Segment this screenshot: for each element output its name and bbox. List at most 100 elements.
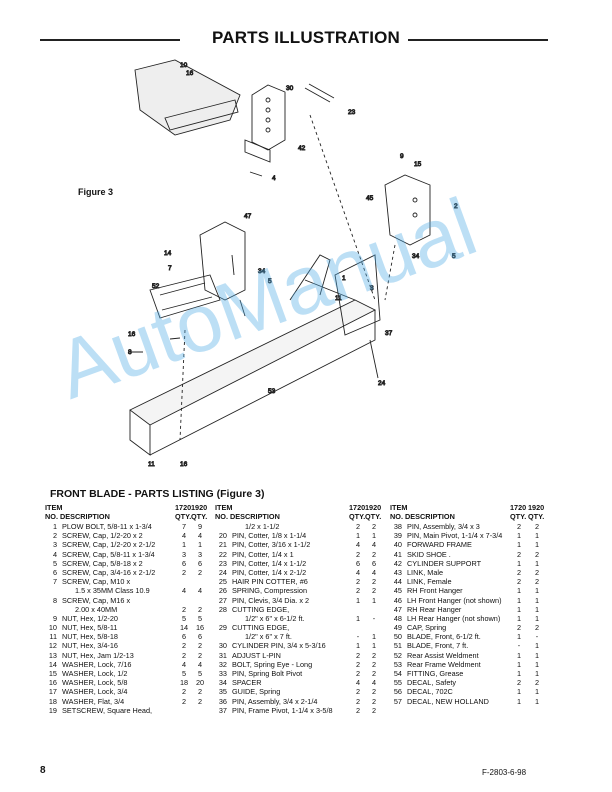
item-description: NUT, Hex, 1/2-20: [62, 613, 118, 623]
item-number: 37: [218, 705, 227, 715]
frame-side: [129, 310, 376, 456]
item-number: 35: [218, 687, 227, 697]
qty-1720: 1: [516, 586, 522, 596]
qty-1920: 9: [197, 522, 203, 531]
parts-row: 11 NUT, Hex, 5/8-18 6 6: [45, 632, 215, 641]
qty-1720: 1: [516, 540, 522, 550]
qty-1720: 4: [181, 586, 187, 596]
item-number: 56: [393, 687, 402, 697]
qty-1920: 4: [371, 678, 377, 688]
callout-label: 16: [186, 70, 194, 77]
qty-1920: 2: [371, 687, 377, 697]
item-description: 1/2" x 6" x 6-1/2 ft.: [245, 613, 305, 623]
callout-label: 2: [454, 203, 458, 210]
parts-row: 1/2" x 6" x 7 ft. - 1: [215, 632, 387, 641]
qty-1920: 2: [197, 567, 203, 577]
parts-row: 37 PIN, Frame Pivot, 1-1/4 x 3-5/8 2 2: [215, 706, 387, 715]
cylinder-support-part: [251, 84, 286, 151]
frame-end-plate: [334, 254, 381, 336]
item-number: 16: [48, 678, 57, 688]
callout-label: 15: [414, 161, 422, 168]
item-header: ITEM: [215, 503, 233, 512]
parts-row: 10 NUT, Hex, 5/8-11 14 16: [45, 623, 215, 632]
qty-1920: 1: [534, 558, 540, 568]
qty-1920: 4: [371, 567, 377, 577]
callout-label: 30: [286, 85, 294, 92]
item-description: NUT, Hex, 5/8-11: [62, 623, 118, 633]
parts-column-3: ITEM NO. DESCRIPTION 1720 1920 QTY. QTY.…: [390, 503, 560, 706]
qty-1920: 3: [197, 549, 203, 559]
item-description: LH Rear Hanger (not shown): [407, 613, 501, 623]
qty-1720: 2: [355, 659, 361, 669]
qty-1920: 4: [371, 540, 377, 550]
hole: [265, 107, 271, 113]
qty-1720: 2: [181, 650, 187, 660]
qty-1920: 2: [534, 678, 540, 688]
qty-1720: 2: [181, 687, 187, 697]
qty-1720: 6: [181, 632, 187, 642]
item-number: 53: [393, 659, 402, 669]
cylinder-pin-part: [304, 83, 335, 103]
item-description: FITTING, Grease: [407, 669, 464, 678]
item-number: 39: [393, 531, 402, 541]
callout-label: 16: [128, 331, 136, 338]
qty-1920: 2: [371, 586, 377, 596]
qty-1920: 1: [534, 696, 540, 706]
qty-1720: 4: [181, 659, 187, 669]
qty-1920: 2: [534, 623, 540, 633]
listing-title: FRONT BLADE - PARTS LISTING (Figure 3): [50, 488, 265, 500]
item-description: PIN, Spring Bolt Pivot: [232, 669, 303, 678]
parts-row: 51 BLADE, Front, 7 ft. - 1: [390, 641, 560, 650]
item-description: PIN, Cotter, 1/4 x 1: [232, 549, 294, 559]
qty-1920: 6: [371, 558, 377, 568]
qty-1720: 1: [516, 531, 522, 541]
item-description: SCREW, Cap, 1/2-20 x 2-1/2: [62, 540, 156, 550]
item-number: 11: [49, 632, 57, 642]
item-number: 18: [48, 696, 57, 706]
parts-row: 4 SCREW, Cap, 5/8-11 x 1-3/4 3 3: [45, 550, 215, 559]
item-description: RH Front Hanger: [407, 586, 463, 596]
qty-1720: 2: [355, 705, 361, 715]
qty-1920: 1: [534, 586, 540, 596]
qty-1920: 2: [371, 549, 377, 559]
parts-row: 38 PIN, Assembly, 3/4 x 3 2 2: [390, 522, 560, 531]
qty-1920: 2: [534, 522, 540, 531]
qty-1720: 5: [181, 669, 187, 678]
qty-1920: 1: [534, 650, 540, 660]
rear-assist-weldment-part: [149, 274, 221, 319]
item-description: PLOW BOLT, 5/8-11 x 1-3/4: [62, 522, 152, 531]
parts-row: 33 PIN, Spring Bolt Pivot 2 2: [215, 669, 387, 678]
qty-1720: 6: [355, 558, 361, 568]
hanger-slot: [231, 254, 235, 276]
qty-1720: 2: [355, 696, 361, 706]
qty-1920-header: QTY.: [191, 512, 208, 521]
item-header: ITEM: [45, 503, 63, 512]
qty-1720: 1: [516, 696, 522, 706]
item-description: SCREW, Cap, 1/2-20 x 2: [62, 531, 143, 541]
qty-1720: 2: [516, 678, 522, 688]
item-description: NUT, Hex, 3/4-16: [62, 641, 118, 651]
qty-1720: 1: [355, 531, 361, 541]
item-description: SCREW, Cap, 3/4-16 x 2-1/2: [62, 567, 156, 577]
parts-row: 41 SKID SHOE . 2 2: [390, 550, 560, 559]
rear-frame-weldment-part: [129, 299, 376, 426]
item-number: 14: [48, 659, 57, 669]
parts-row: 53 Rear Frame Weldment 1 1: [390, 660, 560, 669]
parts-row: 2.00 x 40MM 2 2: [45, 605, 215, 614]
parts-row: 14 WASHER, Lock, 7/16 4 4: [45, 660, 215, 669]
qty-1920: 2: [534, 577, 540, 587]
qty-1720-header: QTY.: [175, 512, 192, 521]
item-description: DECAL, NEW HOLLAND: [407, 696, 489, 706]
description-header: NO. DESCRIPTION: [215, 512, 280, 521]
qty-1920: 1: [534, 540, 540, 550]
figure-label: Figure 3: [78, 187, 114, 197]
model-1920-header: 1920: [528, 503, 545, 512]
assembly-lines: [179, 114, 396, 441]
parts-row: 28 CUTTING EDGE,: [215, 605, 387, 614]
item-description: FORWARD FRAME: [407, 540, 472, 550]
parts-row: 9 NUT, Hex, 1/2-20 5 5: [45, 614, 215, 623]
parts-row: 1.5 x 35MM Class 10.9 4 4: [45, 586, 215, 595]
item-description: GUIDE, Spring: [232, 687, 281, 697]
parts-row: 34 SPACER 4 4: [215, 678, 387, 687]
item-description: SPRING, Compression: [232, 586, 308, 596]
